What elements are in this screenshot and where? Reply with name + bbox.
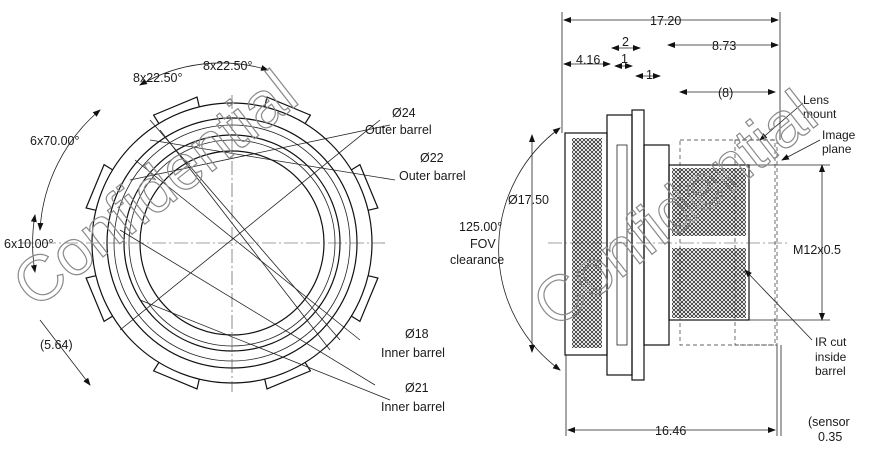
- threaded-barrel: [668, 164, 750, 321]
- d24-label: Outer barrel: [365, 123, 432, 137]
- holder-outline: [679, 139, 776, 346]
- image-plane-line1: Image: [822, 128, 856, 142]
- dim-5-64: (5.64): [40, 338, 73, 352]
- dim-1-top: 1: [621, 52, 628, 66]
- dim-17-20: 17.20: [650, 14, 681, 28]
- d21-label: Inner barrel: [381, 400, 445, 414]
- sensor-line2: 0.35: [818, 430, 842, 444]
- angle-label-top-left: 8x22.50°: [133, 71, 182, 85]
- ir-cut-line2: inside: [815, 350, 847, 364]
- fov-clearance: clearance: [450, 253, 504, 267]
- angle-label-left-large: 6x70.00°: [30, 134, 79, 148]
- angle-arc-top: [139, 62, 269, 86]
- angle-label-left-small: 6x10.00°: [4, 237, 53, 251]
- dim-4-16: 4.16: [576, 53, 600, 67]
- dim-16-46: 16.46: [655, 424, 686, 438]
- angle-arc-left-small: [30, 214, 37, 273]
- ir-cut-line3: barrel: [815, 364, 846, 378]
- d22-label: Outer barrel: [399, 169, 466, 183]
- ir-cut-leader: [744, 269, 813, 341]
- image-plane-line2: plane: [822, 142, 852, 156]
- watermark-left: Confidential: [0, 56, 310, 321]
- dimension-leaders: [119, 119, 396, 401]
- fov-angle: 125.00°: [459, 220, 502, 234]
- sensor-line1: (sensor: [808, 415, 850, 429]
- mounting-tab: [152, 362, 200, 390]
- mounting-tab: [264, 362, 312, 390]
- thread-label: M12x0.5: [793, 243, 841, 257]
- thread-knurl-top: [672, 168, 746, 236]
- d21-value: Ø21: [405, 381, 429, 395]
- mounting-tab: [152, 96, 200, 124]
- fov-arc: [498, 127, 561, 371]
- dim-8: (8): [718, 86, 733, 100]
- angle-arc-left-large: [37, 109, 101, 231]
- d18-label: Inner barrel: [381, 346, 445, 360]
- dim-2: 2: [622, 35, 629, 49]
- front-view: 8x22.50° 8x22.50° 6x70.00° 6x10.00° (5.6…: [4, 59, 466, 414]
- mounting-tab: [85, 275, 113, 323]
- image-plane-leader: [781, 139, 821, 161]
- fov-label: FOV: [470, 237, 496, 251]
- side-view: 17.20 2 1 4.16 1 8.73 (8) Ø17.50 125.00°…: [450, 12, 856, 444]
- dia-17-50: Ø17.50: [508, 193, 549, 207]
- lens-mount-line2: mount: [803, 107, 837, 121]
- ir-cut-line1: IR cut: [815, 335, 847, 349]
- lens-mount-leader: [759, 102, 804, 141]
- dim-1-mid: 1: [646, 68, 653, 82]
- dim-8-73: 8.73: [712, 39, 736, 53]
- mounting-tab: [351, 275, 379, 323]
- thread-knurl-bottom: [672, 248, 746, 318]
- holder-inner: [734, 139, 778, 346]
- d24-value: Ø24: [392, 106, 416, 120]
- mounting-tab: [264, 96, 312, 124]
- mounting-tab: [351, 163, 379, 211]
- flange-inner: [616, 144, 628, 346]
- leader-5-64: [39, 319, 91, 386]
- d22-value: Ø22: [420, 151, 444, 165]
- d18-value: Ø18: [405, 327, 429, 341]
- angle-label-top-right: 8x22.50°: [203, 59, 252, 73]
- lens-mount-line1: Lens: [803, 93, 829, 107]
